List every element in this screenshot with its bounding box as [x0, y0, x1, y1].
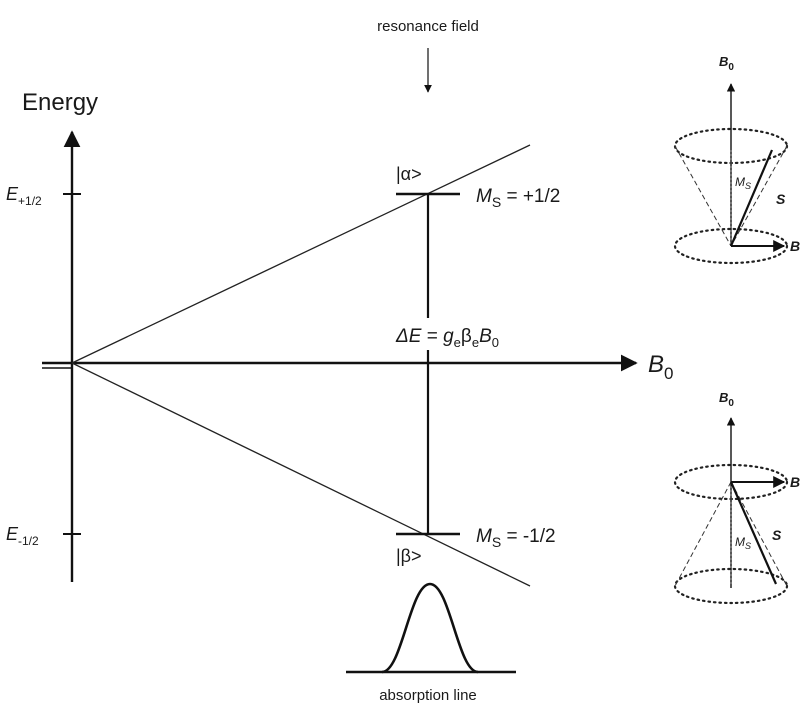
- ket-alpha-label: |α>: [396, 164, 422, 184]
- absorption-peak: [382, 584, 478, 672]
- energy-axis-label: Energy: [22, 89, 98, 116]
- ket-beta-label: |β>: [396, 546, 422, 566]
- spin-label-lower: S: [772, 527, 782, 543]
- beta-spin-precession: B0 S MS B: [675, 390, 800, 603]
- beta-level-line: [72, 363, 530, 586]
- absorption-line-label: absorption line: [379, 687, 477, 704]
- energy-lower-label: E-1/2: [6, 524, 39, 548]
- b0-axis-label: B0: [648, 351, 673, 383]
- spin-label-upper: S: [776, 191, 786, 207]
- alpha-spin-precession: B0 S MS B: [675, 54, 800, 263]
- ms-upper-label: MS = +1/2: [476, 186, 560, 210]
- spin-vector-upper: [731, 150, 772, 246]
- b0-label-upper: B0: [719, 54, 734, 73]
- ms-label-lower: MS: [735, 535, 751, 551]
- field-label-lower: B: [790, 474, 800, 490]
- ms-lower-label: MS = -1/2: [476, 526, 556, 550]
- resonance-field-label: resonance field: [377, 18, 479, 35]
- energy-upper-label: E+1/2: [6, 184, 42, 208]
- b0-label-lower: B0: [719, 390, 734, 409]
- field-label-upper: B: [790, 238, 800, 254]
- ms-label-upper: MS: [735, 175, 751, 191]
- delta-e-equation: ΔE = geβeB0: [395, 326, 499, 350]
